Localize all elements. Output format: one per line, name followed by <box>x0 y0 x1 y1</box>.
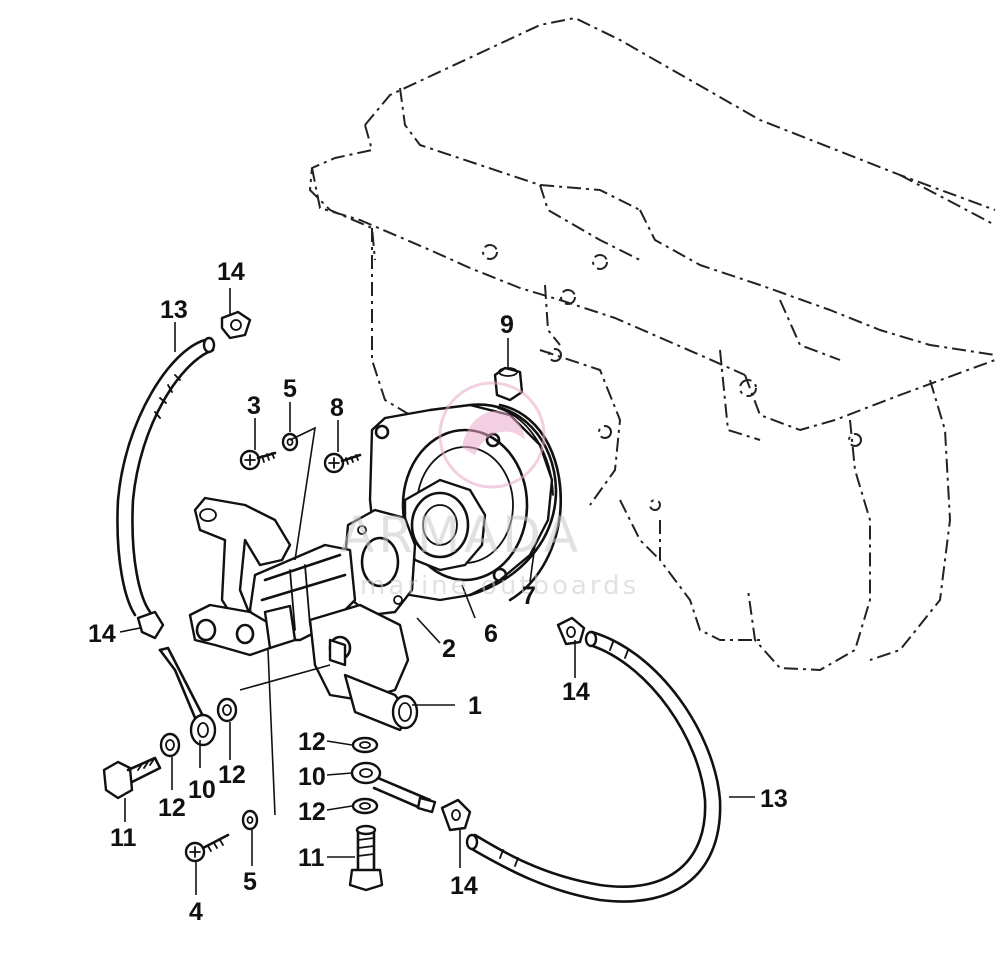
engine-block-outline <box>309 17 996 671</box>
washer-5-upper <box>281 432 299 452</box>
hose-clip-top <box>220 310 252 340</box>
callout-13-right: 13 <box>760 785 788 813</box>
washer-12-b <box>159 732 181 758</box>
hose-left <box>116 336 216 617</box>
callout-11-left: 11 <box>110 824 137 852</box>
outlet-fitting <box>308 603 419 732</box>
hose-clip-bottom <box>440 798 472 832</box>
callout-labels: 14 13 3 5 8 9 14 2 6 7 1 14 13 12 10 12 … <box>88 258 788 926</box>
watermark: ARMADA marine outboards <box>340 381 639 601</box>
screw-4 <box>184 833 230 863</box>
callout-5-lower: 5 <box>243 868 257 896</box>
watermark-tagline: marine outboards <box>360 571 639 601</box>
screw-8 <box>323 452 362 474</box>
watermark-brand: ARMADA <box>340 506 582 564</box>
callout-12-left-b: 12 <box>158 794 186 822</box>
callout-5-upper: 5 <box>283 375 297 403</box>
banjo-fitting-left <box>158 646 217 747</box>
screw-3 <box>239 449 277 471</box>
hose-clip-right <box>556 616 586 646</box>
callout-4: 4 <box>189 898 203 926</box>
bolt-11-bottom <box>348 824 384 892</box>
washer-5-lower <box>241 809 259 831</box>
callout-10-left: 10 <box>188 776 216 804</box>
gasket <box>498 403 563 602</box>
callout-14-top: 14 <box>217 258 245 286</box>
callout-14-left: 14 <box>88 620 116 648</box>
callout-6: 6 <box>484 620 498 648</box>
callout-10-lower: 10 <box>298 763 326 791</box>
callout-9: 9 <box>500 311 514 339</box>
callout-12-left-a: 12 <box>218 761 246 789</box>
washer-12-a <box>216 697 238 723</box>
banjo-fitting-bottom <box>350 761 437 814</box>
callout-7: 7 <box>522 582 536 610</box>
washer-12-d <box>351 797 379 815</box>
callout-11-lower: 11 <box>298 844 325 872</box>
hose-clip-left <box>136 610 165 640</box>
callout-3: 3 <box>247 392 261 420</box>
callout-8: 8 <box>330 394 344 422</box>
leader-lines <box>119 288 755 895</box>
hose-right <box>465 630 722 903</box>
callout-12-upper: 12 <box>298 728 326 756</box>
callout-13-left: 13 <box>160 296 188 324</box>
callout-1: 1 <box>468 692 482 720</box>
callout-12-lower: 12 <box>298 798 326 826</box>
bracket <box>193 496 292 627</box>
callout-14-bottom: 14 <box>450 872 478 900</box>
callout-2: 2 <box>442 635 456 663</box>
washer-12-c <box>351 736 379 754</box>
bolt-11-left <box>102 756 162 800</box>
callout-14-right: 14 <box>562 678 590 706</box>
